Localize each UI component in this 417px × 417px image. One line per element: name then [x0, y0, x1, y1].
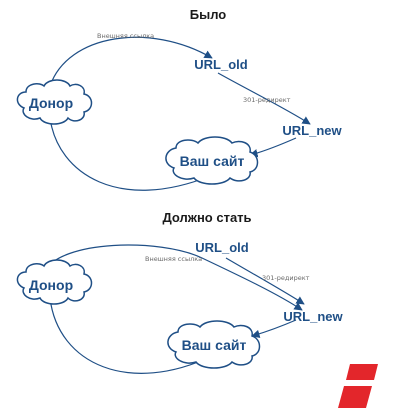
url-new-node: URL_new	[282, 123, 342, 138]
brand-logo	[338, 364, 378, 408]
site-label: Ваш сайт	[180, 153, 245, 169]
url-new-node-after: URL_new	[283, 309, 343, 324]
section-before: Было Внешняя ссылка 301-редирект Донор В…	[16, 7, 343, 191]
edge-redirect-after	[225, 257, 305, 305]
site-cloud-after: Ваш сайт	[167, 320, 261, 369]
edge-external-link	[49, 36, 213, 87]
site-cloud: Ваш сайт	[165, 136, 259, 185]
edge-donor-to-site-after	[49, 297, 213, 374]
section-after: Должно стать URL_old 301-редирект Внешня…	[16, 210, 344, 374]
section-after-heading: Должно стать	[162, 210, 251, 225]
edge-external-link-label-after: Внешняя ссылка	[145, 255, 202, 263]
donor-label: Донор	[29, 95, 73, 111]
edge-external-link-label: Внешняя ссылка	[97, 32, 154, 40]
edge-redirect-label: 301-редирект	[243, 96, 291, 104]
edge-external-link-after	[43, 244, 303, 311]
donor-cloud-shape	[16, 79, 93, 125]
edge-redirect-label-after: 301-редирект	[262, 274, 310, 282]
edge-donor-to-site	[49, 117, 211, 191]
donor-cloud-shape-after	[16, 259, 93, 305]
brand-logo-mark	[338, 364, 378, 408]
donor-cloud: Донор	[16, 79, 93, 125]
site-cloud-shape-after	[167, 320, 261, 369]
url-old-node-after: URL_old	[195, 240, 249, 255]
edge-new-to-site-after	[251, 319, 297, 338]
site-label-after: Ваш сайт	[182, 337, 247, 353]
edge-redirect	[217, 72, 311, 125]
edge-new-to-site	[249, 137, 297, 158]
site-cloud-shape	[165, 136, 259, 185]
donor-label-after: Донор	[29, 277, 73, 293]
url-old-node: URL_old	[194, 57, 248, 72]
donor-cloud-after: Донор	[16, 259, 93, 305]
section-before-heading: Было	[190, 7, 227, 22]
